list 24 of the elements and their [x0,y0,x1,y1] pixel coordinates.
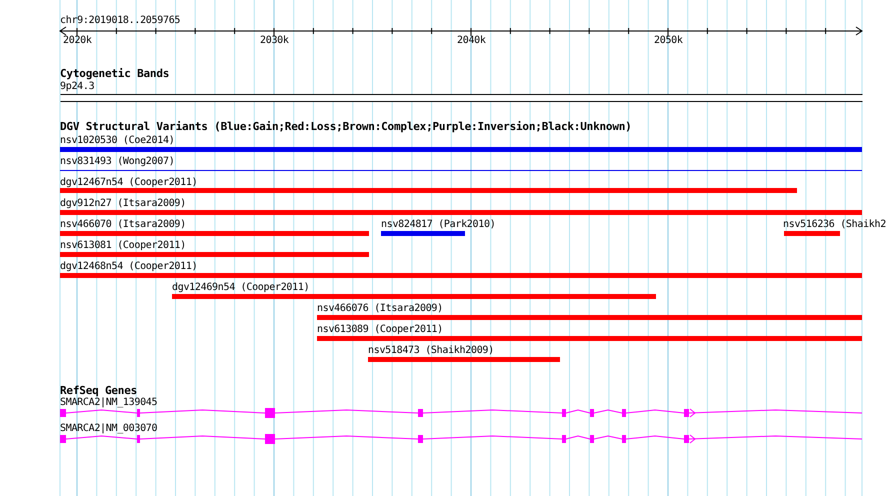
tick-label: 2020k [63,35,92,46]
feature-label: nsv831493 (Wong2007) [60,156,174,167]
feature-label: dgv912n27 (Itsara2009) [60,198,186,209]
feature-label: dgv12469n54 (Cooper2011) [172,282,310,293]
tick-label: 2030k [260,35,289,46]
track-title: RefSeq Genes [60,385,138,396]
feature-label: nsv613081 (Cooper2011) [60,240,186,251]
tick-label: 2050k [654,35,683,46]
band-label: 9p24.3 [60,81,94,92]
feature-label: nsv466070 (Itsara2009) [60,219,186,230]
locus-label: chr9:2019018..2059765 [60,15,180,26]
gene-label: SMARCA2|NM_139045 [60,397,158,408]
gene-label: SMARCA2|NM_003070 [60,423,158,434]
feature-label: nsv518473 (Shaikh2009) [368,345,494,356]
track-title: Cytogenetic Bands [60,68,170,79]
feature-label: nsv613089 (Cooper2011) [317,324,443,335]
feature-label: dgv12467n54 (Cooper2011) [60,177,198,188]
feature-label: nsv466076 (Itsara2009) [317,303,443,314]
tick-label: 2040k [457,35,486,46]
feature-label: nsv824817 (Park2010) [381,219,496,230]
track-title: DGV Structural Variants (Blue:Gain;Red:Loss;Brown:Complex;Purple:Inversion;Black:Unknown) [60,121,632,132]
feature-label: dgv12468n54 (Cooper2011) [60,261,198,272]
feature-label: nsv516236 (Shaikh2 [783,219,886,230]
feature-label: nsv1020530 (Coe2014) [60,135,174,146]
